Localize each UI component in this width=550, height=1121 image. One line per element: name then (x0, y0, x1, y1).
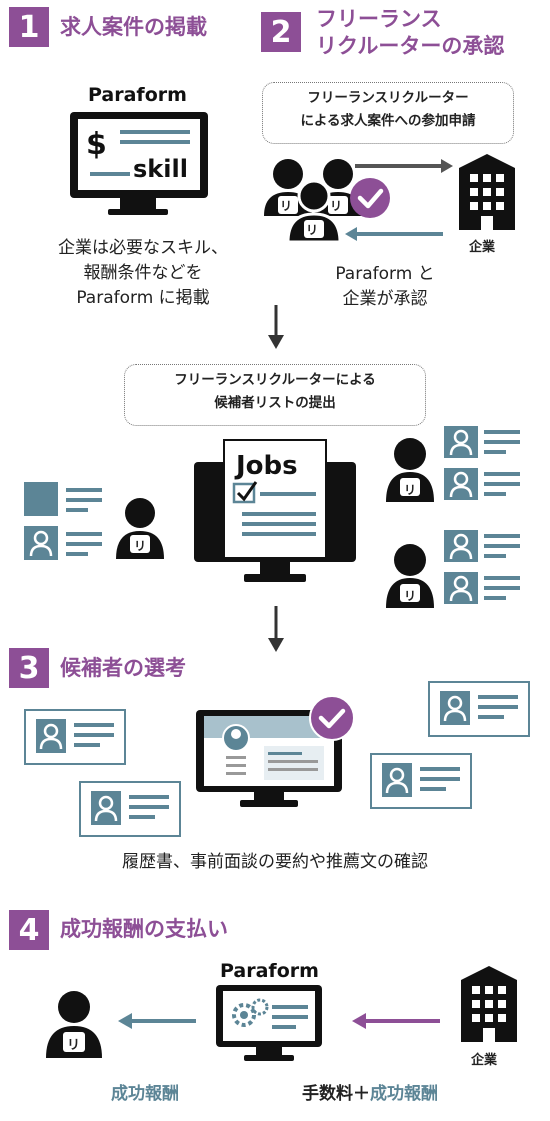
step-4-title: 成功報酬の支払い (60, 917, 228, 941)
resume-card-icon (24, 709, 126, 765)
recruiter-person-icon-step4 (46, 991, 102, 1058)
recruiter-badge-submission-1: リ (134, 539, 147, 553)
step3-caption: 履歴書、事前面談の要約や推薦文の確認 (122, 852, 428, 872)
step-2-badge: 2 (261, 12, 301, 52)
resume-card-icon-3 (428, 681, 530, 737)
arrow-down-icon-2 (268, 606, 284, 652)
resume-card-icon-4 (370, 753, 472, 809)
resume-card-icon-2 (79, 781, 181, 837)
recruiter-badge-2: リ (330, 199, 343, 213)
step-3-badge: 3 (9, 648, 49, 688)
jobs-title: Jobs (234, 451, 298, 481)
recruiter-badge-step4: リ (67, 1038, 81, 1053)
company-building-icon-step4 (461, 966, 517, 1042)
skill-word: skill (133, 155, 188, 183)
arrow-right-icon (355, 159, 453, 173)
recruiter-badge-3: リ (306, 223, 319, 237)
company-label: 企業 (469, 240, 496, 255)
recruiter-badge-submission-2: リ (404, 483, 417, 497)
arrow-left-purple-icon (352, 1013, 440, 1029)
recruiter-person-icon (116, 498, 164, 559)
recruiter-with-cards-icon (386, 426, 520, 502)
step1-caption: 企業は必要なスキル、 報酬条件などを Paraform に掲載 (58, 238, 228, 308)
step-2-title: フリーランス リクルーターの承認 (316, 7, 505, 58)
company-label-step4: 企業 (471, 1053, 498, 1068)
payment-monitor-icon (216, 985, 322, 1061)
step4-brand-logo: Paraform (220, 960, 319, 982)
monitor-skill-icon: $ skill (70, 112, 208, 215)
profile-cards-left-icon (24, 482, 102, 560)
company-payment-label: 手数料＋成功報酬 (302, 1084, 438, 1104)
submission-bubble: フリーランスリクルーターによる 候補者リストの提出 (124, 364, 426, 426)
recruiter-badge-submission-3: リ (404, 589, 417, 603)
step1-brand-logo: Paraform (88, 84, 187, 106)
step2-caption: Paraform と 企業が承認 (335, 264, 435, 309)
step-1-title: 求人案件の掲載 (60, 15, 207, 39)
recruiter-group-icon (264, 159, 390, 244)
arrow-left-teal-icon (118, 1013, 196, 1029)
recruiter-badge-1: リ (280, 199, 293, 213)
arrow-left-icon (345, 227, 443, 241)
step-1-badge: 1 (9, 7, 49, 47)
recruiter-with-cards-icon-2 (386, 530, 520, 608)
dollar-symbol: $ (86, 127, 107, 162)
recruiter-fee-label: 成功報酬 (111, 1084, 179, 1104)
step-4-badge: 4 (9, 910, 49, 950)
review-monitor-icon (196, 695, 355, 807)
step2-bubble: フリーランスリクルーター による求人案件への参加申請 (262, 82, 514, 144)
arrow-down-icon (268, 305, 284, 349)
step-3-title: 候補者の選考 (60, 656, 186, 680)
company-building-icon (459, 154, 515, 230)
jobs-monitor-icon: Jobs (194, 439, 356, 582)
